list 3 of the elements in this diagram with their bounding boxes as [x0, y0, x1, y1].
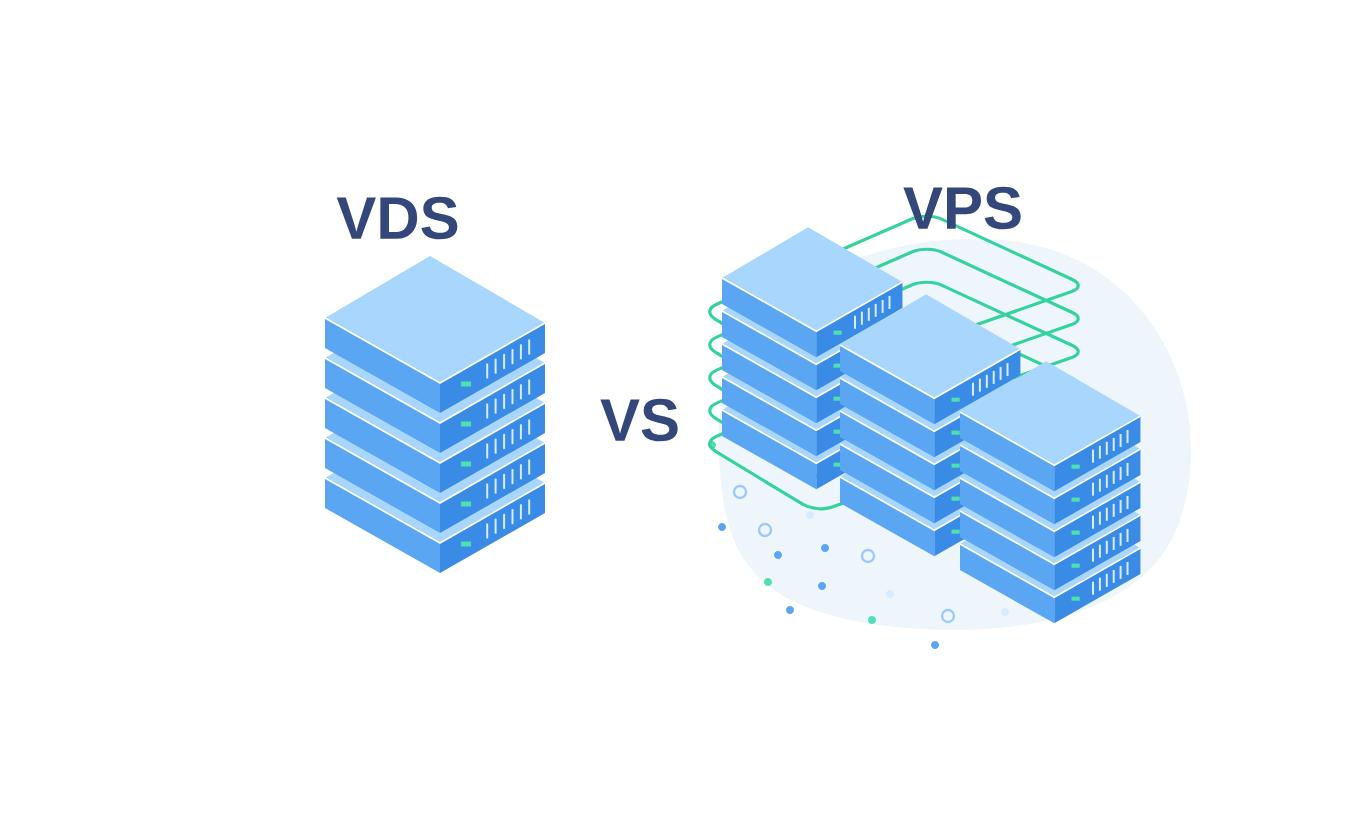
- heading-label: VS: [600, 398, 678, 442]
- heading-label: VPS: [903, 186, 1021, 230]
- heading-label: VDS: [336, 196, 458, 240]
